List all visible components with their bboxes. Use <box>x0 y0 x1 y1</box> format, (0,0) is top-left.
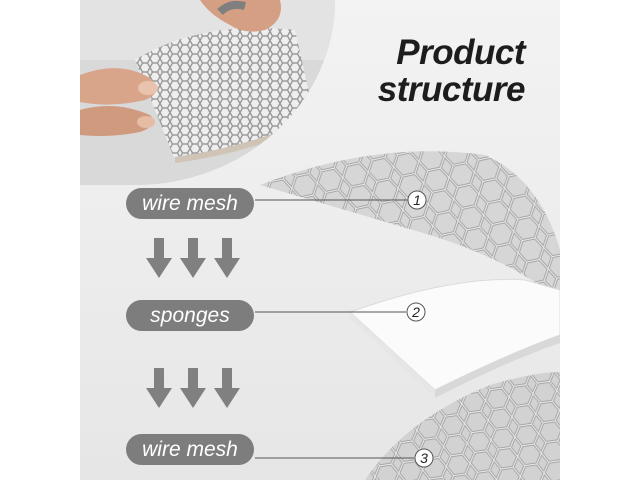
callout-number-1: 1 <box>413 192 421 208</box>
callout-3: 3 <box>255 448 434 468</box>
arrow-down-icon <box>180 368 206 408</box>
arrow-down-icon <box>180 238 206 278</box>
photo-illustration <box>80 0 335 185</box>
hands-holding-mesh-photo <box>80 0 335 185</box>
callout-number-3: 3 <box>420 450 428 466</box>
top-wire-mesh-layer <box>260 151 560 300</box>
sponge-layer <box>349 278 560 398</box>
layer-label-wire-mesh-bottom: wire mesh <box>126 434 254 465</box>
layer-label-sponges: sponges <box>126 300 254 331</box>
arrow-down-icon <box>214 238 240 278</box>
arrow-down-icon <box>146 238 172 278</box>
arrow-down-icon <box>214 368 240 408</box>
content-panel: Product structure wire mesh sponges wire… <box>80 0 560 480</box>
layer-illustration: 1 2 3 <box>255 151 560 480</box>
callout-2: 2 <box>255 302 426 322</box>
callout-number-2: 2 <box>411 304 420 320</box>
bottom-wire-mesh-layer <box>365 372 560 480</box>
callout-1: 1 <box>255 190 427 210</box>
title-line-1: Product <box>396 33 525 72</box>
title-line-2: structure <box>377 70 526 109</box>
arrow-down-icon <box>146 368 172 408</box>
arrow-group-2 <box>146 368 240 408</box>
arrow-group-1 <box>146 238 240 278</box>
layer-label-wire-mesh-top: wire mesh <box>126 188 254 219</box>
